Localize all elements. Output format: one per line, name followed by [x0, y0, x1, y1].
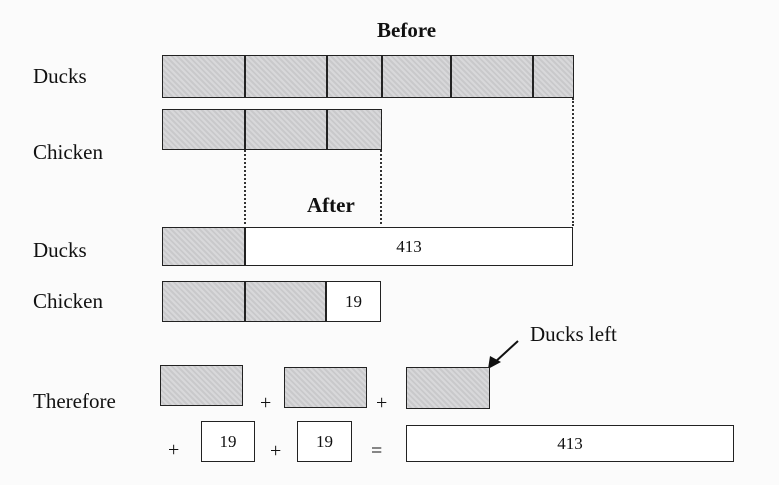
equation-19-box: 19: [297, 421, 352, 462]
ducks-before-unit: [451, 55, 533, 98]
chicken-before-unit: [162, 109, 245, 150]
chicken-before-unit: [327, 109, 382, 150]
chicken-after-unit: [162, 281, 245, 322]
plus-sign: +: [168, 439, 180, 461]
equation-unit: [284, 367, 367, 408]
ducks-left-annotation: Ducks left: [530, 322, 617, 346]
ducks-before-unit: [245, 55, 327, 98]
ducks-after-remaining-value: 413: [396, 236, 422, 256]
chicken-after-unit: [245, 281, 326, 322]
dotted-guide-line: [244, 150, 246, 224]
ducks-before-label: Ducks: [33, 64, 87, 88]
equation-total-box: 413: [406, 425, 734, 462]
plus-sign: +: [270, 440, 282, 462]
dotted-guide-line: [380, 150, 382, 224]
ducks-before-unit: [327, 55, 382, 98]
equation-19-box: 19: [201, 421, 255, 462]
plus-sign: +: [260, 392, 272, 414]
chicken-after-extra-box: 19: [326, 281, 381, 322]
equation-19-value: 19: [219, 431, 237, 451]
equals-sign: =: [371, 440, 383, 462]
plus-sign: +: [376, 392, 388, 414]
equation-19-value: 19: [316, 431, 333, 451]
chicken-before-unit: [245, 109, 327, 150]
ducks-before-unit: [382, 55, 451, 98]
ducks-left-unit: [406, 367, 490, 409]
before-heading: Before: [377, 18, 437, 42]
equation-total-value: 413: [557, 433, 583, 453]
dotted-guide-line: [572, 98, 574, 226]
ducks-after-label: Ducks: [33, 238, 87, 262]
chicken-after-extra-value: 19: [345, 291, 362, 311]
chicken-before-label: Chicken: [33, 140, 103, 164]
therefore-label: Therefore: [33, 389, 116, 413]
ducks-before-unit: [533, 55, 574, 98]
ducks-after-unit: [162, 227, 245, 266]
ducks-after-remaining-box: 413: [245, 227, 573, 266]
chicken-after-label: Chicken: [33, 289, 103, 313]
equation-unit: [160, 365, 243, 406]
ducks-before-unit: [162, 55, 245, 98]
after-heading: After: [307, 193, 355, 217]
